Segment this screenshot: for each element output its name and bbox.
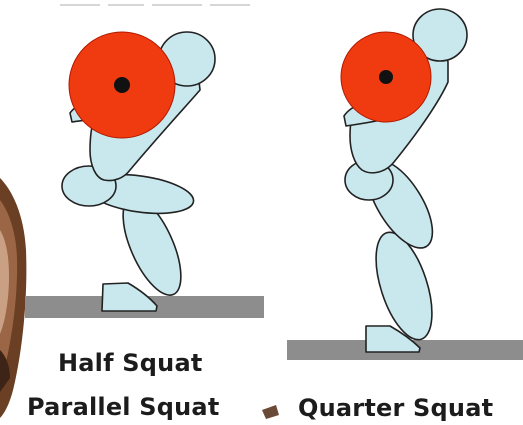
plate-hub <box>114 77 130 93</box>
photo-shard <box>262 405 279 419</box>
plate-hub <box>379 70 393 84</box>
top-edge-residue <box>60 4 250 6</box>
quarter-squat-figure <box>287 9 523 360</box>
quarter-squat-label: Quarter Squat <box>298 394 493 422</box>
parallel-squat-label: Parallel Squat <box>27 393 220 421</box>
foot <box>102 283 157 311</box>
photo-fragment <box>0 178 26 418</box>
deep-squat-figure <box>25 32 264 318</box>
half-squat-label: Half Squat <box>58 349 203 377</box>
